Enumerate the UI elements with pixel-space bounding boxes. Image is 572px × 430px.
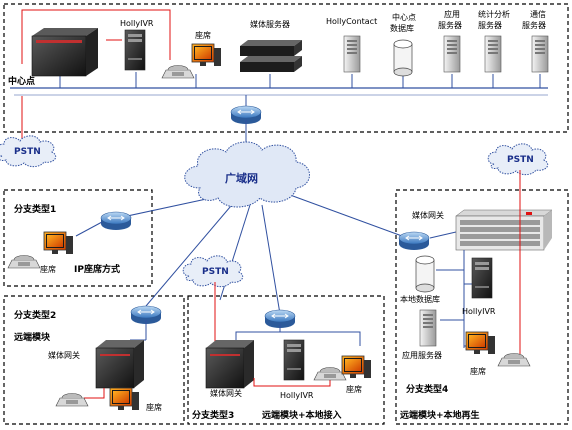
stats-server	[484, 35, 502, 73]
center-agent-label: 座席	[195, 30, 211, 40]
branch3-media-gateway	[205, 339, 255, 389]
center-db-label-1: 中心点	[392, 12, 416, 22]
branch4-local-database	[415, 255, 435, 293]
branch4-media-gateway-chassis	[455, 209, 553, 251]
comm-server-label-1: 通信	[530, 9, 546, 19]
center-db-label-2: 数据库	[390, 23, 414, 33]
branch4-local-db-label: 本地数据库	[400, 294, 440, 304]
center-database	[393, 39, 413, 77]
pstn-label-branch3: PSTN	[202, 267, 229, 277]
app-server	[443, 35, 461, 73]
branch4-title: 分支类型4	[406, 383, 448, 395]
branch4-app-server-label: 应用服务器	[402, 350, 442, 360]
media-server-label: 媒体服务器	[250, 19, 290, 29]
app-server-label-1: 应用	[444, 9, 460, 19]
branch1-phone	[7, 255, 41, 269]
branch4-hollyivr-label: HollyIVR	[462, 307, 496, 316]
branch3-box	[187, 295, 385, 425]
center-agent-workstation	[191, 43, 222, 67]
wan-label: 广域网	[225, 171, 258, 185]
branch1-router	[100, 211, 132, 231]
branch4-agent-workstation	[465, 331, 496, 355]
branch3-phone	[313, 367, 347, 381]
branch3-gateway-label: 媒体网关	[210, 388, 242, 398]
center-switch-box	[31, 28, 98, 77]
branch1-agent-label: 座席	[40, 264, 56, 274]
app-server-label-2: 服务器	[438, 20, 462, 30]
center-red-line	[21, 9, 171, 64]
branch4-phone	[497, 353, 531, 367]
branch2-media-gateway	[95, 339, 145, 389]
center-title: 中心点	[8, 75, 35, 87]
hollycontact-label: HollyContact	[326, 17, 377, 26]
branch4-subtitle: 远端模块+本地再生	[400, 409, 480, 421]
branch3-hollyivr-server	[283, 339, 305, 381]
wan-cloud	[184, 141, 310, 208]
branch4-hollyivr-server	[471, 257, 493, 299]
branch1-agent-workstation	[43, 231, 74, 255]
branch4-router	[398, 231, 430, 251]
comm-server-label-2: 服务器	[522, 20, 546, 30]
branch2-title: 分支类型2	[14, 309, 56, 321]
branch2-phone	[55, 393, 89, 407]
branch1-mode-label: IP座席方式	[74, 263, 120, 275]
stats-server-label-1: 统计分析	[478, 9, 510, 19]
branch2-agent-label: 座席	[146, 402, 162, 412]
media-server-2	[240, 56, 302, 72]
media-server-1	[240, 40, 302, 56]
branch4-gateway-label: 媒体网关	[412, 210, 444, 220]
branch2-subtitle: 远端模块	[14, 331, 51, 343]
branch3-hollyivr-label: HollyIVR	[280, 391, 314, 400]
stats-server-label-2: 服务器	[478, 20, 502, 30]
center-hollyivr-server	[124, 29, 146, 71]
center-box	[3, 3, 569, 133]
hollycontact-server	[343, 35, 361, 73]
branch3-title: 分支类型3	[192, 409, 234, 421]
branch4-box	[395, 189, 569, 425]
center-phone	[161, 65, 195, 79]
pstn-label-branch4: PSTN	[507, 155, 534, 165]
branch3-agent-label: 座席	[346, 384, 362, 394]
comm-server	[531, 35, 549, 73]
branch4-app-server	[419, 309, 437, 347]
pstn-label-center: PSTN	[14, 147, 41, 157]
branch3-subtitle: 远端模块+本地接入	[262, 409, 342, 421]
branch3-agent-workstation	[341, 355, 372, 379]
center-hollyivr-label: HollyIVR	[120, 19, 154, 28]
branch1-box	[3, 189, 153, 287]
branch1-title: 分支类型1	[14, 203, 56, 215]
branch2-gateway-label: 媒体网关	[48, 350, 80, 360]
branch2-agent-workstation	[109, 387, 140, 411]
branch4-agent-label: 座席	[470, 366, 486, 376]
